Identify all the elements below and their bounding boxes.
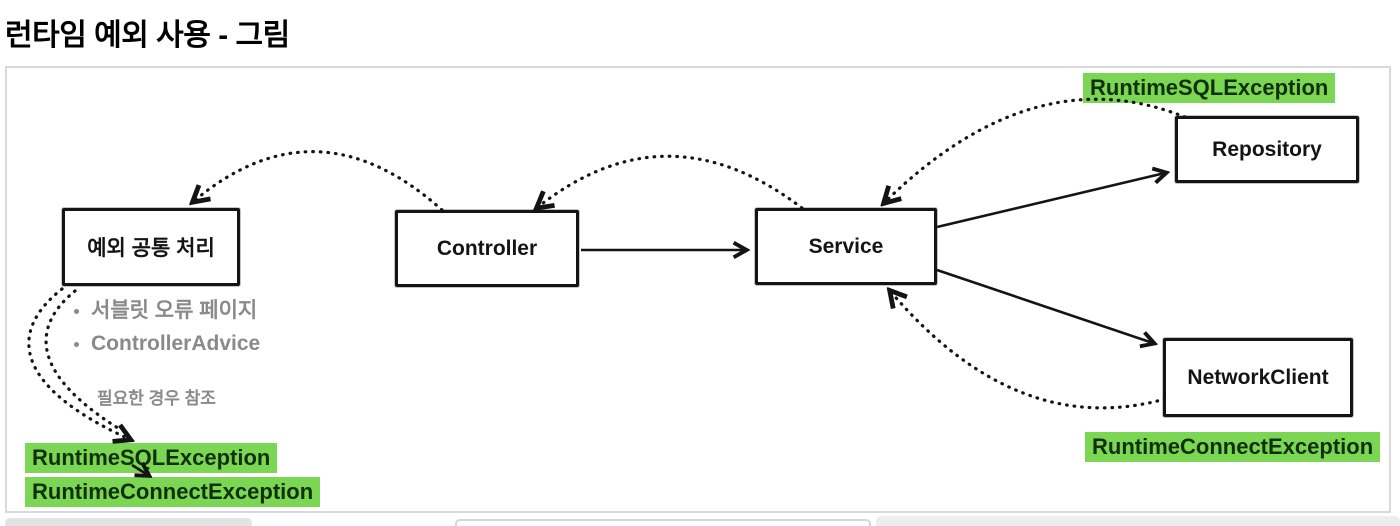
box-exception-common-handler-label: 예외 공통 처리 [87, 237, 215, 260]
handler-note-controller-advice: ControllerAdvice [91, 327, 260, 360]
box-repository-label: Repository [1212, 137, 1322, 161]
label-runtime-sql-exception-repository: RuntimeSQLException [1083, 73, 1336, 103]
box-controller-label: Controller [436, 236, 538, 260]
edge-service-to-controller-dotted [538, 154, 804, 208]
box-service: Service [755, 208, 937, 285]
bottom-cutoff-fragment-left [5, 518, 252, 526]
bottom-cutoff-fragment-right [876, 516, 1400, 526]
box-service-label: Service [808, 234, 884, 258]
edge-service-to-repository [936, 173, 1165, 229]
box-network-client-label: NetworkClient [1187, 365, 1329, 389]
box-controller: Controller [395, 210, 579, 287]
label-runtime-connect-exception-handler: RuntimeConnectException [25, 477, 321, 507]
edge-service-to-networkclient [936, 268, 1153, 343]
page-title: 런타임 예외 사용 - 그림 [5, 19, 290, 52]
label-runtime-sql-exception-handler: RuntimeSQLException [25, 443, 278, 473]
box-repository: Repository [1175, 116, 1359, 183]
edge-networkclient-to-service-dotted [891, 292, 1167, 410]
handler-notes-list: 서블릿 오류 페이지 ControllerAdvice [65, 294, 260, 360]
edge-controller-to-handler-dotted [194, 150, 444, 212]
box-network-client: NetworkClient [1163, 338, 1353, 417]
handler-note-servlet-error-page: 서블릿 오류 페이지 [91, 294, 260, 327]
box-exception-common-handler: 예외 공통 처리 [62, 208, 240, 286]
label-runtime-connect-exception-networkclient: RuntimeConnectException [1085, 432, 1381, 462]
bottom-cutoff-fragment-middle [455, 519, 871, 526]
diagram-frame: 예외 공통 처리 Controller Service Repository N… [5, 66, 1391, 513]
reference-note: 필요한 경우 참조 [97, 389, 216, 408]
edge-repository-to-service-dotted [885, 97, 1194, 202]
